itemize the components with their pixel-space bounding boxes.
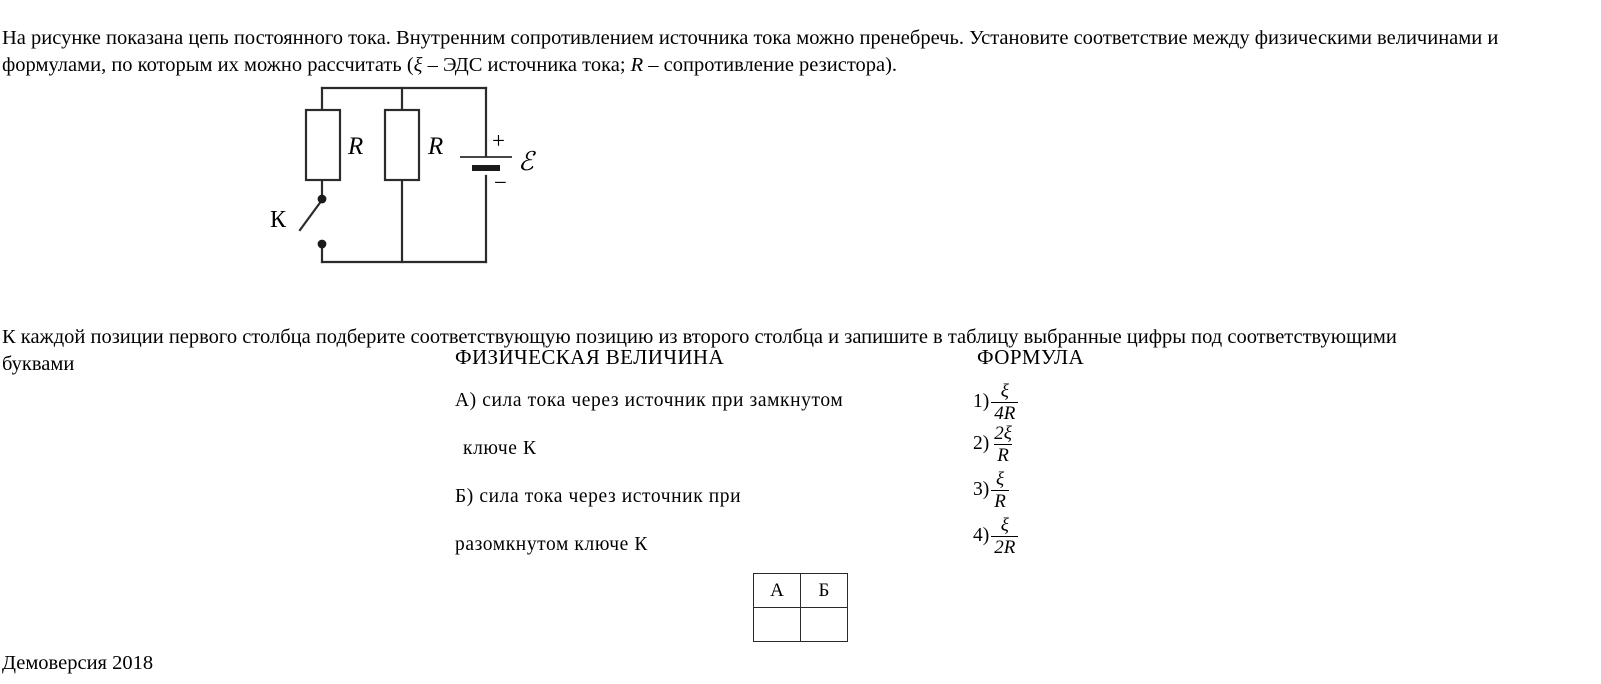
problem-statement: На рисунке показана цепь постоянного ток…	[2, 25, 1587, 79]
circuit-diagram-svg: R R К + − ℰ	[270, 86, 536, 264]
resistor-right-box	[383, 108, 421, 182]
answer-table-header-row: А Б	[753, 573, 848, 608]
formula-option-3[interactable]: 3) ξ R	[973, 470, 1009, 511]
formula-option-1[interactable]: 1) ξ 4R	[973, 382, 1019, 423]
resistor-left-label: R	[347, 133, 363, 160]
formula-option-3-numerator: ξ	[995, 468, 1005, 490]
source-label: Демоверсия 2018	[2, 652, 154, 674]
quantity-b-line-1: Б) сила тока через источник при	[455, 486, 742, 507]
formula-option-2-fraction: 2ξ R	[991, 424, 1015, 465]
formula-option-2[interactable]: 2) 2ξ R	[973, 424, 1015, 465]
matching-instruction: К каждой позиции первого столбца подбери…	[2, 325, 1397, 375]
resistor-right-label: R	[427, 133, 443, 160]
column-heading-formula: ФОРМУЛА	[977, 345, 1085, 369]
answer-table-input-row	[753, 607, 848, 642]
answer-table-header-b: Б	[800, 573, 848, 608]
resistance-symbol-inline: R	[630, 53, 644, 76]
quantity-a-line-2: ключе К	[463, 438, 537, 459]
formula-option-4-numerator: ξ	[1000, 514, 1009, 536]
problem-statement-part-2: – ЭДС источника тока;	[422, 53, 631, 76]
matching-columns: ФИЗИЧЕСКАЯ ВЕЛИЧИНА ФОРМУЛА А) сила тока…	[455, 345, 1155, 570]
formula-option-2-numerator: 2ξ	[994, 422, 1012, 444]
formula-option-4-fraction: ξ 2R	[991, 514, 1019, 557]
switch-blade	[298, 198, 324, 232]
answer-cell-a[interactable]	[753, 607, 801, 642]
problem-statement-part-3: – сопротивление резистора).	[643, 53, 898, 76]
formula-option-1-denominator: 4R	[991, 401, 1019, 423]
formula-option-2-denominator: R	[994, 443, 1012, 465]
switch-contact-lower	[317, 239, 327, 249]
battery-plus-sign: +	[492, 128, 505, 153]
formula-option-1-numerator: ξ	[1000, 380, 1009, 402]
formula-option-3-fraction: ξ R	[991, 470, 1009, 511]
emf-symbol-inline: ξ	[413, 53, 423, 76]
quantity-b-line-2: разомкнутом ключе К	[455, 534, 649, 555]
column-heading-quantity: ФИЗИЧЕСКАЯ ВЕЛИЧИНА	[455, 345, 725, 369]
switch-contact-upper	[317, 194, 327, 204]
formula-option-4-number: 4)	[973, 525, 990, 546]
switch-label: К	[270, 207, 287, 233]
problem-statement-part-1: На рисунке показана цепь постоянного ток…	[2, 26, 1499, 76]
answer-table-header-a: А	[753, 573, 801, 608]
formula-option-3-denominator: R	[991, 489, 1009, 511]
formula-option-4-denominator: 2R	[991, 535, 1019, 557]
battery-minus-sign: −	[494, 170, 507, 195]
formula-option-3-number: 3)	[973, 479, 990, 500]
emf-label: ℰ	[518, 147, 536, 176]
quantity-a-line-1: А) сила тока через источник при замкнуто…	[455, 390, 844, 411]
circuit-diagram: R R К + − ℰ	[260, 72, 590, 282]
resistor-left-box	[304, 108, 342, 182]
answer-cell-b[interactable]	[800, 607, 848, 642]
formula-option-4[interactable]: 4) ξ 2R	[973, 516, 1019, 557]
formula-option-1-fraction: ξ 4R	[991, 380, 1019, 423]
answer-table: А Б	[753, 573, 848, 642]
formula-option-1-number: 1)	[973, 391, 990, 412]
formula-option-2-number: 2)	[973, 433, 990, 454]
